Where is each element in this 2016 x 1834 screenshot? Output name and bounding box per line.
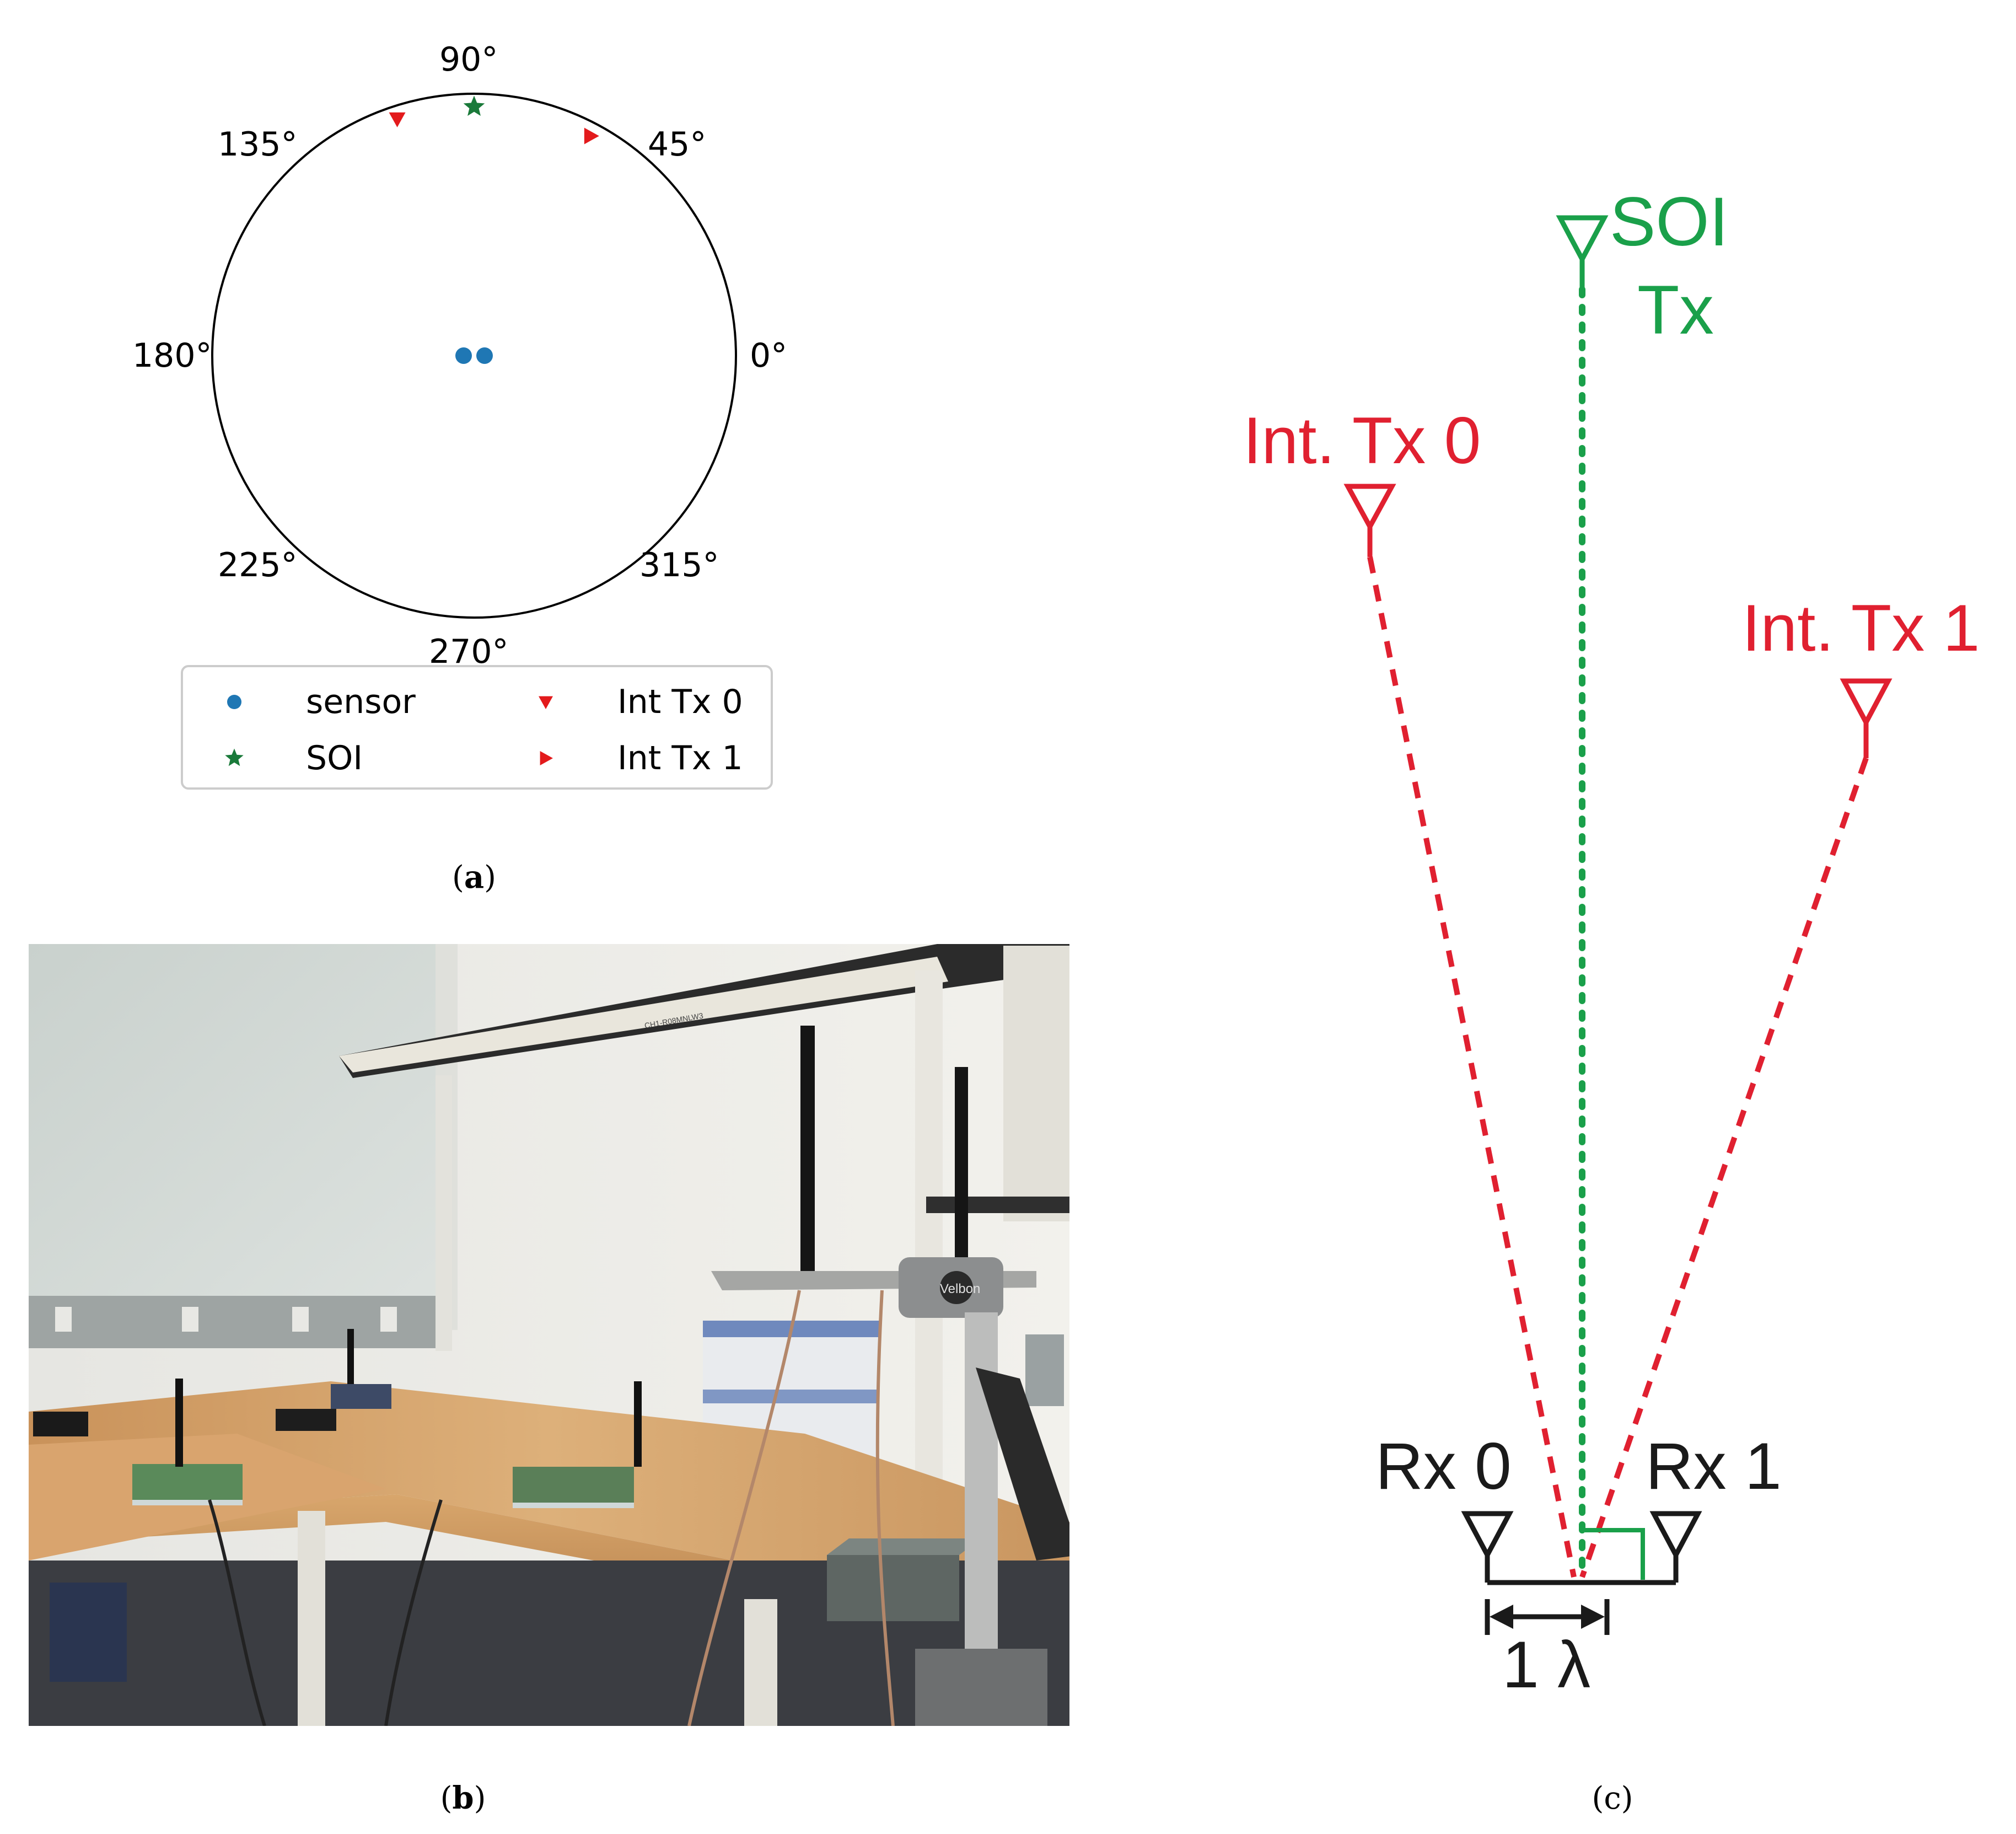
rx1-antenna-icon <box>1649 1511 1702 1583</box>
int-tx0-marker <box>389 112 406 127</box>
antenna-router <box>347 1329 354 1384</box>
power-strip <box>29 1296 437 1348</box>
angle-label-135: 135° <box>218 125 298 164</box>
legend-label-int-tx-0: Int Tx 0 <box>617 683 743 721</box>
angle-label-180: 180° <box>132 336 212 375</box>
soi-marker <box>463 95 485 116</box>
panel-c: SOI Tx Int. Tx 0 Int. Tx 1 Rx 0 Rx 1 <box>1243 184 1980 1816</box>
angle-label-315: 315° <box>639 546 719 584</box>
rx0-label: Rx 0 <box>1375 1429 1512 1503</box>
sdr-board-left <box>132 1464 243 1503</box>
angle-label-225: 225° <box>218 546 298 584</box>
caption-c: (c) <box>1592 1781 1633 1816</box>
int-tx0-label: Int. Tx 0 <box>1243 404 1481 478</box>
legend-box <box>181 665 773 790</box>
polar-boundary <box>211 93 737 619</box>
legend-marker-sensor <box>227 695 241 709</box>
antenna-middle <box>634 1381 642 1467</box>
legend-marker-int-tx-0 <box>539 696 553 709</box>
legend-label-soi: SOI <box>306 739 363 777</box>
soi-tx-antenna-icon <box>1556 215 1609 289</box>
antenna-left <box>175 1379 183 1467</box>
angle-label-270: 270° <box>429 632 509 671</box>
angle-label-45: 45° <box>648 125 706 164</box>
instrument-box <box>827 1555 959 1621</box>
caption-b: (b) <box>440 1780 486 1816</box>
sdr-board-middle <box>513 1467 634 1505</box>
caption-a: (a) <box>452 859 496 895</box>
legend-marker-int-tx-1 <box>540 751 553 765</box>
int-tx0-path-line <box>1367 556 1577 1578</box>
legend-marker-soi <box>225 748 244 766</box>
antenna-mounted-left <box>800 1026 815 1271</box>
soi-tx-label-line2: Tx <box>1637 272 1714 348</box>
sensor-marker-0 <box>455 347 472 364</box>
tripod-brand-label: Velbon <box>940 1281 980 1296</box>
antenna-mounted-right <box>955 1067 968 1274</box>
right-angle-marker <box>1585 1528 1645 1580</box>
lab-photo: Velbon CH1-R08MNLW3 <box>29 944 1069 1726</box>
angle-label-0: 0° <box>750 336 787 375</box>
legend-label-int-tx-1: Int Tx 1 <box>617 739 743 777</box>
router <box>331 1384 391 1409</box>
int-tx1-label: Int. Tx 1 <box>1742 591 1980 665</box>
int-tx1-antenna-icon <box>1840 678 1893 758</box>
angle-label-90: 90° <box>439 40 498 79</box>
sensor-marker-1 <box>476 347 493 364</box>
panel-a: 0° 45° 90° 135° 180° 225° 270° 315° sens… <box>132 40 787 895</box>
rx0-antenna-icon <box>1461 1511 1514 1583</box>
legend-label-sensor: sensor <box>306 683 416 721</box>
rx1-label: Rx 1 <box>1646 1429 1782 1503</box>
soi-tx-label-line1: SOI <box>1610 184 1728 260</box>
int-tx0-antenna-icon <box>1343 484 1396 557</box>
spacing-label: 1 λ <box>1502 1628 1590 1702</box>
spacing-dimension-arrow <box>1485 1599 1610 1635</box>
int-tx1-marker <box>584 127 599 144</box>
int-tx1-path-line <box>1579 757 1869 1578</box>
